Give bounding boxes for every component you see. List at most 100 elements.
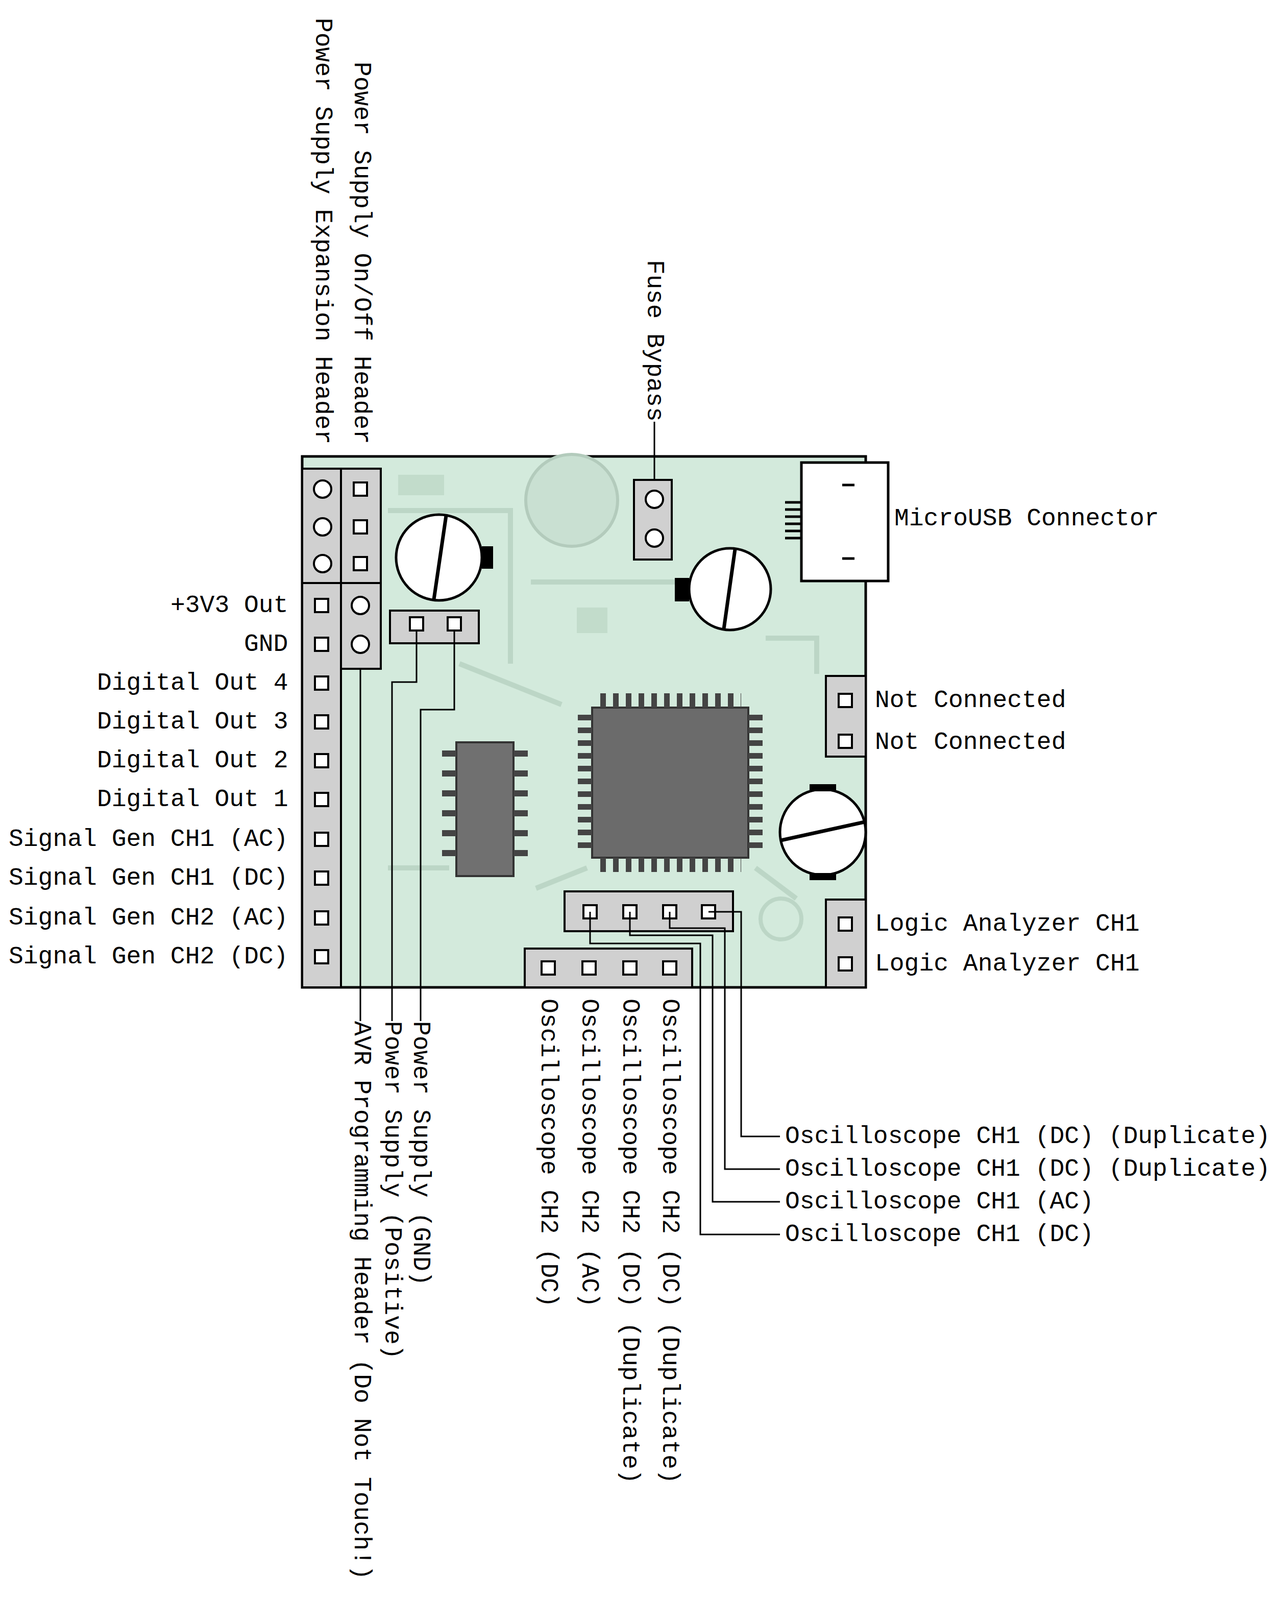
leader-line bbox=[629, 911, 780, 1202]
capacitor-mark bbox=[723, 549, 736, 629]
pin-label: Signal Gen CH2 (DC) bbox=[8, 944, 288, 969]
pin-label: Digital Out 1 bbox=[96, 787, 288, 812]
round-pin bbox=[645, 490, 664, 508]
square-pin bbox=[447, 617, 461, 631]
square-pin bbox=[838, 734, 852, 748]
chip-pins bbox=[748, 714, 763, 852]
round-pin bbox=[313, 554, 332, 573]
square-pin bbox=[838, 957, 852, 971]
pcb-trace bbox=[387, 510, 817, 899]
chip-pins bbox=[600, 857, 742, 872]
pin-label: Oscilloscope CH1 (DC) (Duplicate) bbox=[785, 1123, 1271, 1149]
square-pin bbox=[838, 917, 852, 931]
capacitor bbox=[689, 548, 771, 630]
square-pin bbox=[314, 949, 329, 964]
pin-label: Logic Analyzer CH1 bbox=[874, 911, 1140, 937]
header bbox=[825, 675, 866, 757]
capacitor-tab bbox=[481, 546, 494, 569]
square-pin bbox=[353, 520, 368, 534]
pin-label: Power Supply (GND) bbox=[408, 1020, 433, 1286]
pin-label: Oscilloscope CH2 (DC) bbox=[535, 998, 561, 1308]
header bbox=[340, 468, 381, 583]
chip-pins bbox=[513, 750, 528, 870]
smd-part bbox=[398, 474, 445, 496]
usb-detail bbox=[842, 557, 855, 560]
usb-detail bbox=[842, 483, 855, 487]
pin-label: Fuse Bypass bbox=[642, 259, 667, 422]
pin-label: Power Supply On/Off Header bbox=[349, 61, 374, 445]
pin-label: MicroUSB Connector bbox=[894, 506, 1159, 531]
capacitor-mark bbox=[780, 821, 865, 841]
pin-label: Oscilloscope CH1 (DC) bbox=[785, 1221, 1094, 1247]
pin-label: AVR Programming Header (Do Not Touch!) bbox=[349, 1020, 374, 1580]
round-pin bbox=[351, 635, 370, 653]
pin-label: Power Supply Expansion Header bbox=[310, 17, 335, 445]
square-pin bbox=[663, 961, 677, 975]
leader-line bbox=[392, 630, 417, 1021]
header bbox=[524, 948, 693, 988]
leader-line bbox=[653, 421, 656, 480]
capacitor-tab bbox=[809, 872, 837, 881]
pin-label: Logic Analyzer CH1 bbox=[874, 951, 1140, 976]
capacitor bbox=[396, 514, 482, 601]
chip-pins bbox=[577, 714, 593, 852]
pin-label: Oscilloscope CH1 (AC) bbox=[785, 1189, 1094, 1214]
pin-label: Digital Out 3 bbox=[96, 709, 288, 735]
pin-label: Digital Out 2 bbox=[96, 748, 288, 773]
pin-label: Digital Out 4 bbox=[96, 670, 288, 696]
header bbox=[302, 582, 341, 988]
pin-label: GND bbox=[243, 631, 288, 657]
pin-label: Not Connected bbox=[874, 688, 1066, 713]
logo-mark bbox=[760, 898, 802, 940]
square-pin bbox=[623, 961, 637, 975]
pin-label: Oscilloscope CH1 (DC) (Duplicate) bbox=[785, 1156, 1271, 1182]
pin-label: Signal Gen CH1 (DC) bbox=[8, 865, 288, 891]
leader-line bbox=[708, 911, 780, 1137]
square-pin bbox=[314, 871, 329, 885]
chip-pins bbox=[442, 750, 457, 870]
header bbox=[340, 582, 381, 669]
inductor bbox=[525, 454, 618, 547]
header bbox=[389, 610, 479, 644]
usb-connector bbox=[801, 462, 889, 581]
square-pin bbox=[314, 715, 329, 729]
square-pin bbox=[582, 961, 596, 975]
round-pin bbox=[313, 518, 332, 536]
qfp-chip bbox=[592, 707, 749, 858]
header bbox=[302, 468, 341, 583]
round-pin bbox=[313, 480, 332, 498]
square-pin bbox=[314, 637, 329, 651]
pin-label: Signal Gen CH1 (AC) bbox=[8, 826, 288, 852]
leader-line bbox=[420, 630, 455, 1021]
square-pin bbox=[541, 961, 555, 975]
pin-label: Not Connected bbox=[874, 729, 1066, 755]
leader-line bbox=[669, 911, 780, 1169]
square-pin bbox=[838, 693, 852, 707]
capacitor-mark bbox=[433, 515, 447, 600]
pin-label: Oscilloscope CH2 (DC) (Duplicate) bbox=[617, 998, 643, 1484]
square-pin bbox=[409, 617, 424, 631]
header bbox=[825, 899, 866, 988]
square-pin bbox=[353, 556, 368, 571]
square-pin bbox=[314, 598, 329, 613]
round-pin bbox=[645, 529, 664, 547]
header bbox=[633, 479, 672, 560]
square-pin bbox=[314, 676, 329, 690]
leader-line bbox=[359, 668, 362, 1021]
pin-label: Signal Gen CH2 (AC) bbox=[8, 905, 288, 931]
chip-pins bbox=[600, 693, 742, 708]
pin-label: Oscilloscope CH2 (DC) (Duplicate) bbox=[657, 998, 682, 1484]
pin-group bbox=[314, 598, 329, 964]
square-pin bbox=[314, 792, 329, 806]
square-pin bbox=[314, 753, 329, 768]
usb-pins bbox=[785, 502, 802, 539]
round-pin bbox=[351, 596, 370, 615]
pin-label: +3V3 Out bbox=[170, 593, 288, 618]
pin-label: Power Supply (Positive) bbox=[379, 1020, 405, 1360]
capacitor bbox=[779, 789, 866, 875]
pin-label: Oscilloscope CH2 (AC) bbox=[576, 998, 602, 1308]
smd-part bbox=[576, 607, 608, 633]
capacitor-tab bbox=[809, 784, 837, 792]
